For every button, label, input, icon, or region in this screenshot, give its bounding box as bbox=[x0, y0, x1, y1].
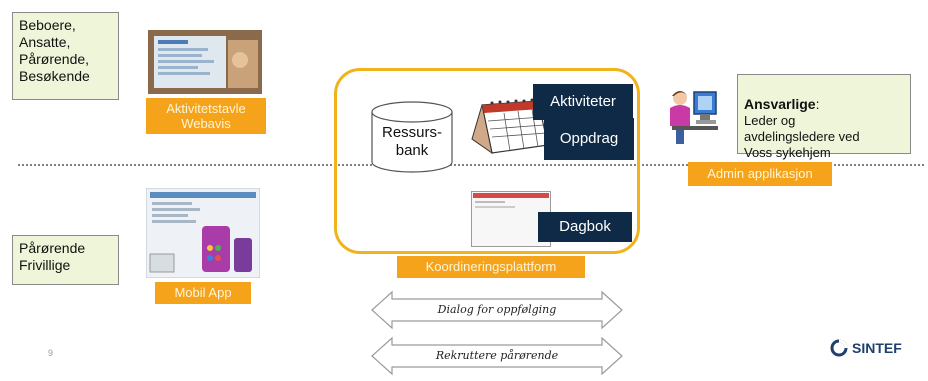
recruit-arrow-label: Rekruttere pårørende bbox=[435, 349, 559, 362]
page-number: 9 bbox=[48, 348, 54, 358]
dialog-arrow bbox=[370, 290, 624, 330]
tasks-box: Oppdrag bbox=[544, 118, 634, 160]
sintef-logo-text: SINTEF bbox=[852, 340, 902, 356]
dotted-divider bbox=[18, 164, 924, 166]
responsible-note: Ansvarlige: Leder og avdelingsledere ved… bbox=[737, 74, 911, 160]
mobile-screenshot-image bbox=[145, 187, 261, 279]
diary-box: Dagbok bbox=[538, 212, 632, 242]
diary-screenshot-graphic bbox=[471, 191, 551, 247]
resource-bank-cylinder bbox=[370, 100, 454, 174]
resource-bank-label: Ressurs- bank bbox=[381, 124, 442, 159]
recruit-arrow-shape bbox=[371, 336, 623, 376]
activities-box: Aktiviteter bbox=[533, 84, 633, 120]
mobile-screenshot-graphic bbox=[145, 187, 261, 279]
mobile-app-label: Mobil App bbox=[155, 282, 251, 304]
diary-screenshot-image bbox=[471, 191, 551, 247]
web-screenshot-image bbox=[148, 30, 262, 94]
web-screenshot-graphic bbox=[148, 30, 262, 94]
sintef-logo-icon bbox=[830, 339, 848, 357]
web-label: Aktivitetstavle Webavis bbox=[146, 98, 266, 134]
coordination-platform-label: Koordineringsplattform bbox=[397, 256, 585, 278]
dialog-arrow-shape bbox=[371, 290, 623, 330]
responsible-colon: : bbox=[815, 96, 820, 112]
user-group-bottom: Pårørende Frivillige bbox=[12, 235, 119, 285]
sintef-logo: SINTEF bbox=[830, 338, 902, 358]
person-graphic bbox=[670, 91, 718, 144]
responsible-label: Ansvarlige bbox=[744, 96, 816, 112]
cylinder-graphic bbox=[371, 101, 453, 173]
recruit-arrow bbox=[370, 336, 624, 376]
admin-app-label: Admin applikasjon bbox=[688, 162, 832, 186]
person-at-computer-icon bbox=[664, 86, 726, 146]
user-group-top: Beboere, Ansatte, Pårørende, Besøkende bbox=[12, 12, 119, 100]
dialog-arrow-label: Dialog for oppfølging bbox=[437, 303, 557, 316]
responsible-text: Leder og avdelingsledere ved Voss sykehj… bbox=[744, 113, 860, 160]
coordination-platform-box bbox=[334, 68, 640, 254]
